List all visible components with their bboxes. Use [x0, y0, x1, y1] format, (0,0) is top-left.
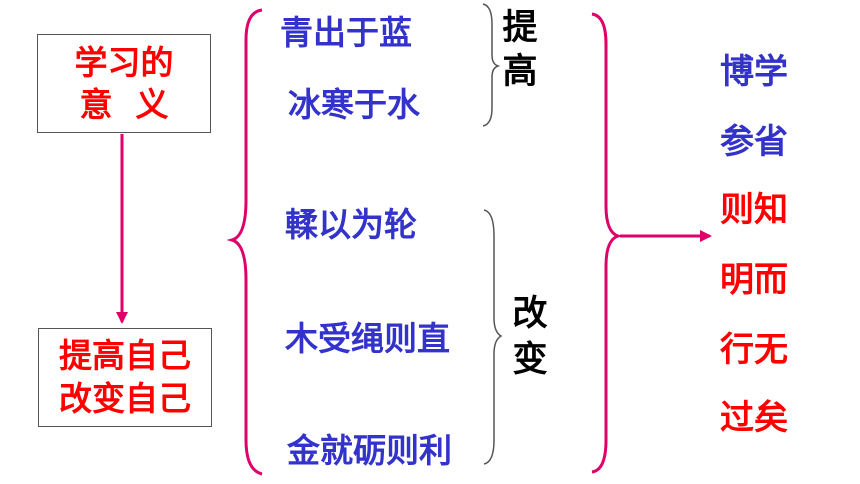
label-improve-1: 提 [502, 8, 538, 48]
result-line-1: 提高自己 [59, 336, 191, 375]
conclusion-line-5: 行无 [720, 330, 788, 370]
meaning-line-2: 意 义 [79, 85, 169, 124]
idiom-1: 青出于蓝 [280, 13, 412, 52]
change-brace [483, 209, 503, 465]
label-change-2: 变 [512, 340, 548, 380]
right-brace [591, 12, 623, 474]
improve-brace [482, 3, 501, 127]
label-improve-2: 高 [502, 52, 538, 92]
left-brace [226, 8, 263, 476]
conclusion-line-6: 过矣 [720, 398, 788, 438]
meaning-box: 学习的 意 义 [37, 34, 211, 133]
idiom-5: 金就砺则利 [287, 431, 452, 470]
label-change-1: 改 [512, 294, 548, 334]
idiom-2: 冰寒于水 [288, 85, 420, 124]
meaning-line-1: 学习的 [74, 43, 174, 82]
conclusion-line-3: 则知 [720, 190, 788, 230]
conclusion-line-1: 博学 [720, 52, 788, 92]
conclusion-line-4: 明而 [720, 260, 788, 300]
result-line-2: 改变自己 [59, 379, 191, 418]
idiom-3: 輮以为轮 [285, 205, 417, 244]
idiom-4: 木受绳则直 [285, 319, 450, 358]
result-box: 提高自己 改变自己 [38, 328, 212, 427]
conclusion-line-2: 参省 [720, 122, 788, 162]
